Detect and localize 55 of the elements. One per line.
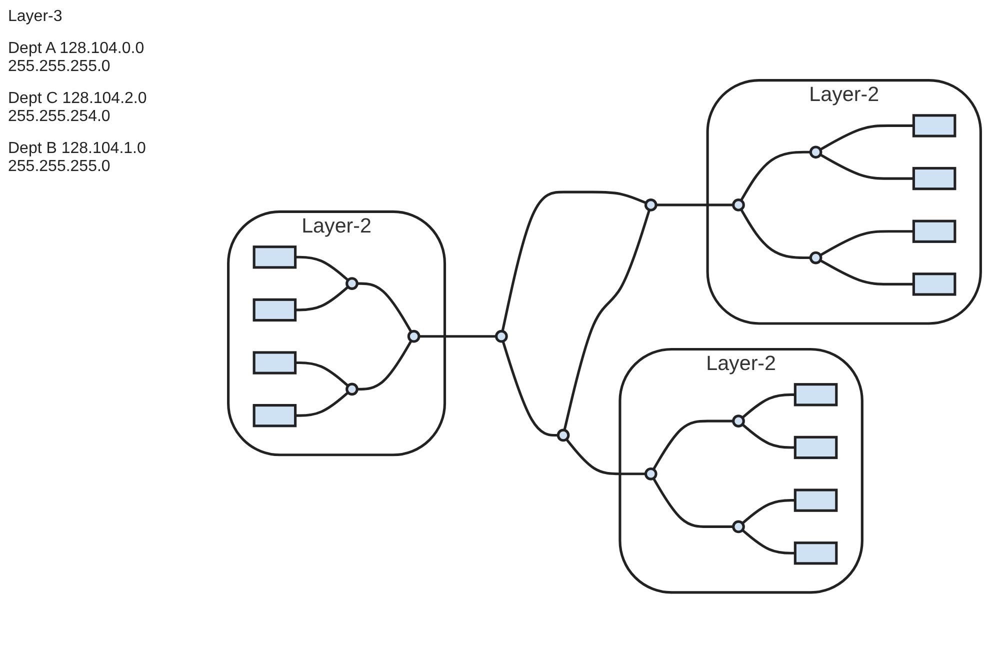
connector xyxy=(418,334,496,338)
connector xyxy=(742,423,796,448)
connector xyxy=(820,258,914,286)
node-box xyxy=(794,541,838,564)
node-circle xyxy=(809,250,822,264)
node-box xyxy=(252,298,297,322)
connector xyxy=(357,282,412,332)
connector xyxy=(501,190,647,332)
connector xyxy=(563,209,651,430)
node-box xyxy=(912,114,956,137)
node-circle xyxy=(809,145,822,158)
node-box xyxy=(912,219,956,243)
node-circle xyxy=(644,198,658,212)
connector xyxy=(820,230,914,256)
cluster: Layer-2 xyxy=(618,348,864,594)
connector xyxy=(295,286,349,311)
connector xyxy=(820,124,914,150)
connector xyxy=(742,528,796,554)
connector xyxy=(740,150,811,201)
node-circle xyxy=(732,414,745,428)
connector xyxy=(742,498,796,524)
connector xyxy=(652,477,734,528)
node-box xyxy=(252,404,297,427)
connector xyxy=(357,340,412,390)
node-circle xyxy=(346,276,358,290)
node-box xyxy=(252,245,297,268)
node-circle xyxy=(407,330,420,342)
connector xyxy=(295,361,349,386)
node-circle xyxy=(556,428,570,442)
node-circle xyxy=(495,330,508,342)
node-circle xyxy=(346,382,358,396)
network-label: Dept B 128.104.1.0 255.255.255.0 xyxy=(8,140,147,176)
node-circle xyxy=(732,520,745,533)
connector xyxy=(502,340,558,436)
connector xyxy=(740,208,811,259)
node-circle xyxy=(644,467,658,480)
network-label: Layer-3 xyxy=(8,8,64,26)
node-box xyxy=(912,272,956,296)
node-circle xyxy=(732,198,745,212)
connector xyxy=(656,203,734,206)
node-box xyxy=(794,488,838,512)
connector xyxy=(295,255,349,281)
node-box xyxy=(252,350,297,374)
connector xyxy=(295,391,349,417)
connector xyxy=(565,438,646,475)
network-label: Dept C 128.104.2.0 255.255.254.0 xyxy=(8,90,148,126)
node-box xyxy=(912,166,956,190)
node-box xyxy=(794,382,838,406)
cluster: Layer-2 xyxy=(706,78,982,324)
network-label: Dept A 128.104.0.0 255.255.255.0 xyxy=(8,40,146,76)
connector xyxy=(820,153,914,180)
connector xyxy=(652,419,734,470)
node-box xyxy=(794,436,838,459)
connector xyxy=(742,393,796,418)
cluster: Layer-2 xyxy=(227,210,446,456)
